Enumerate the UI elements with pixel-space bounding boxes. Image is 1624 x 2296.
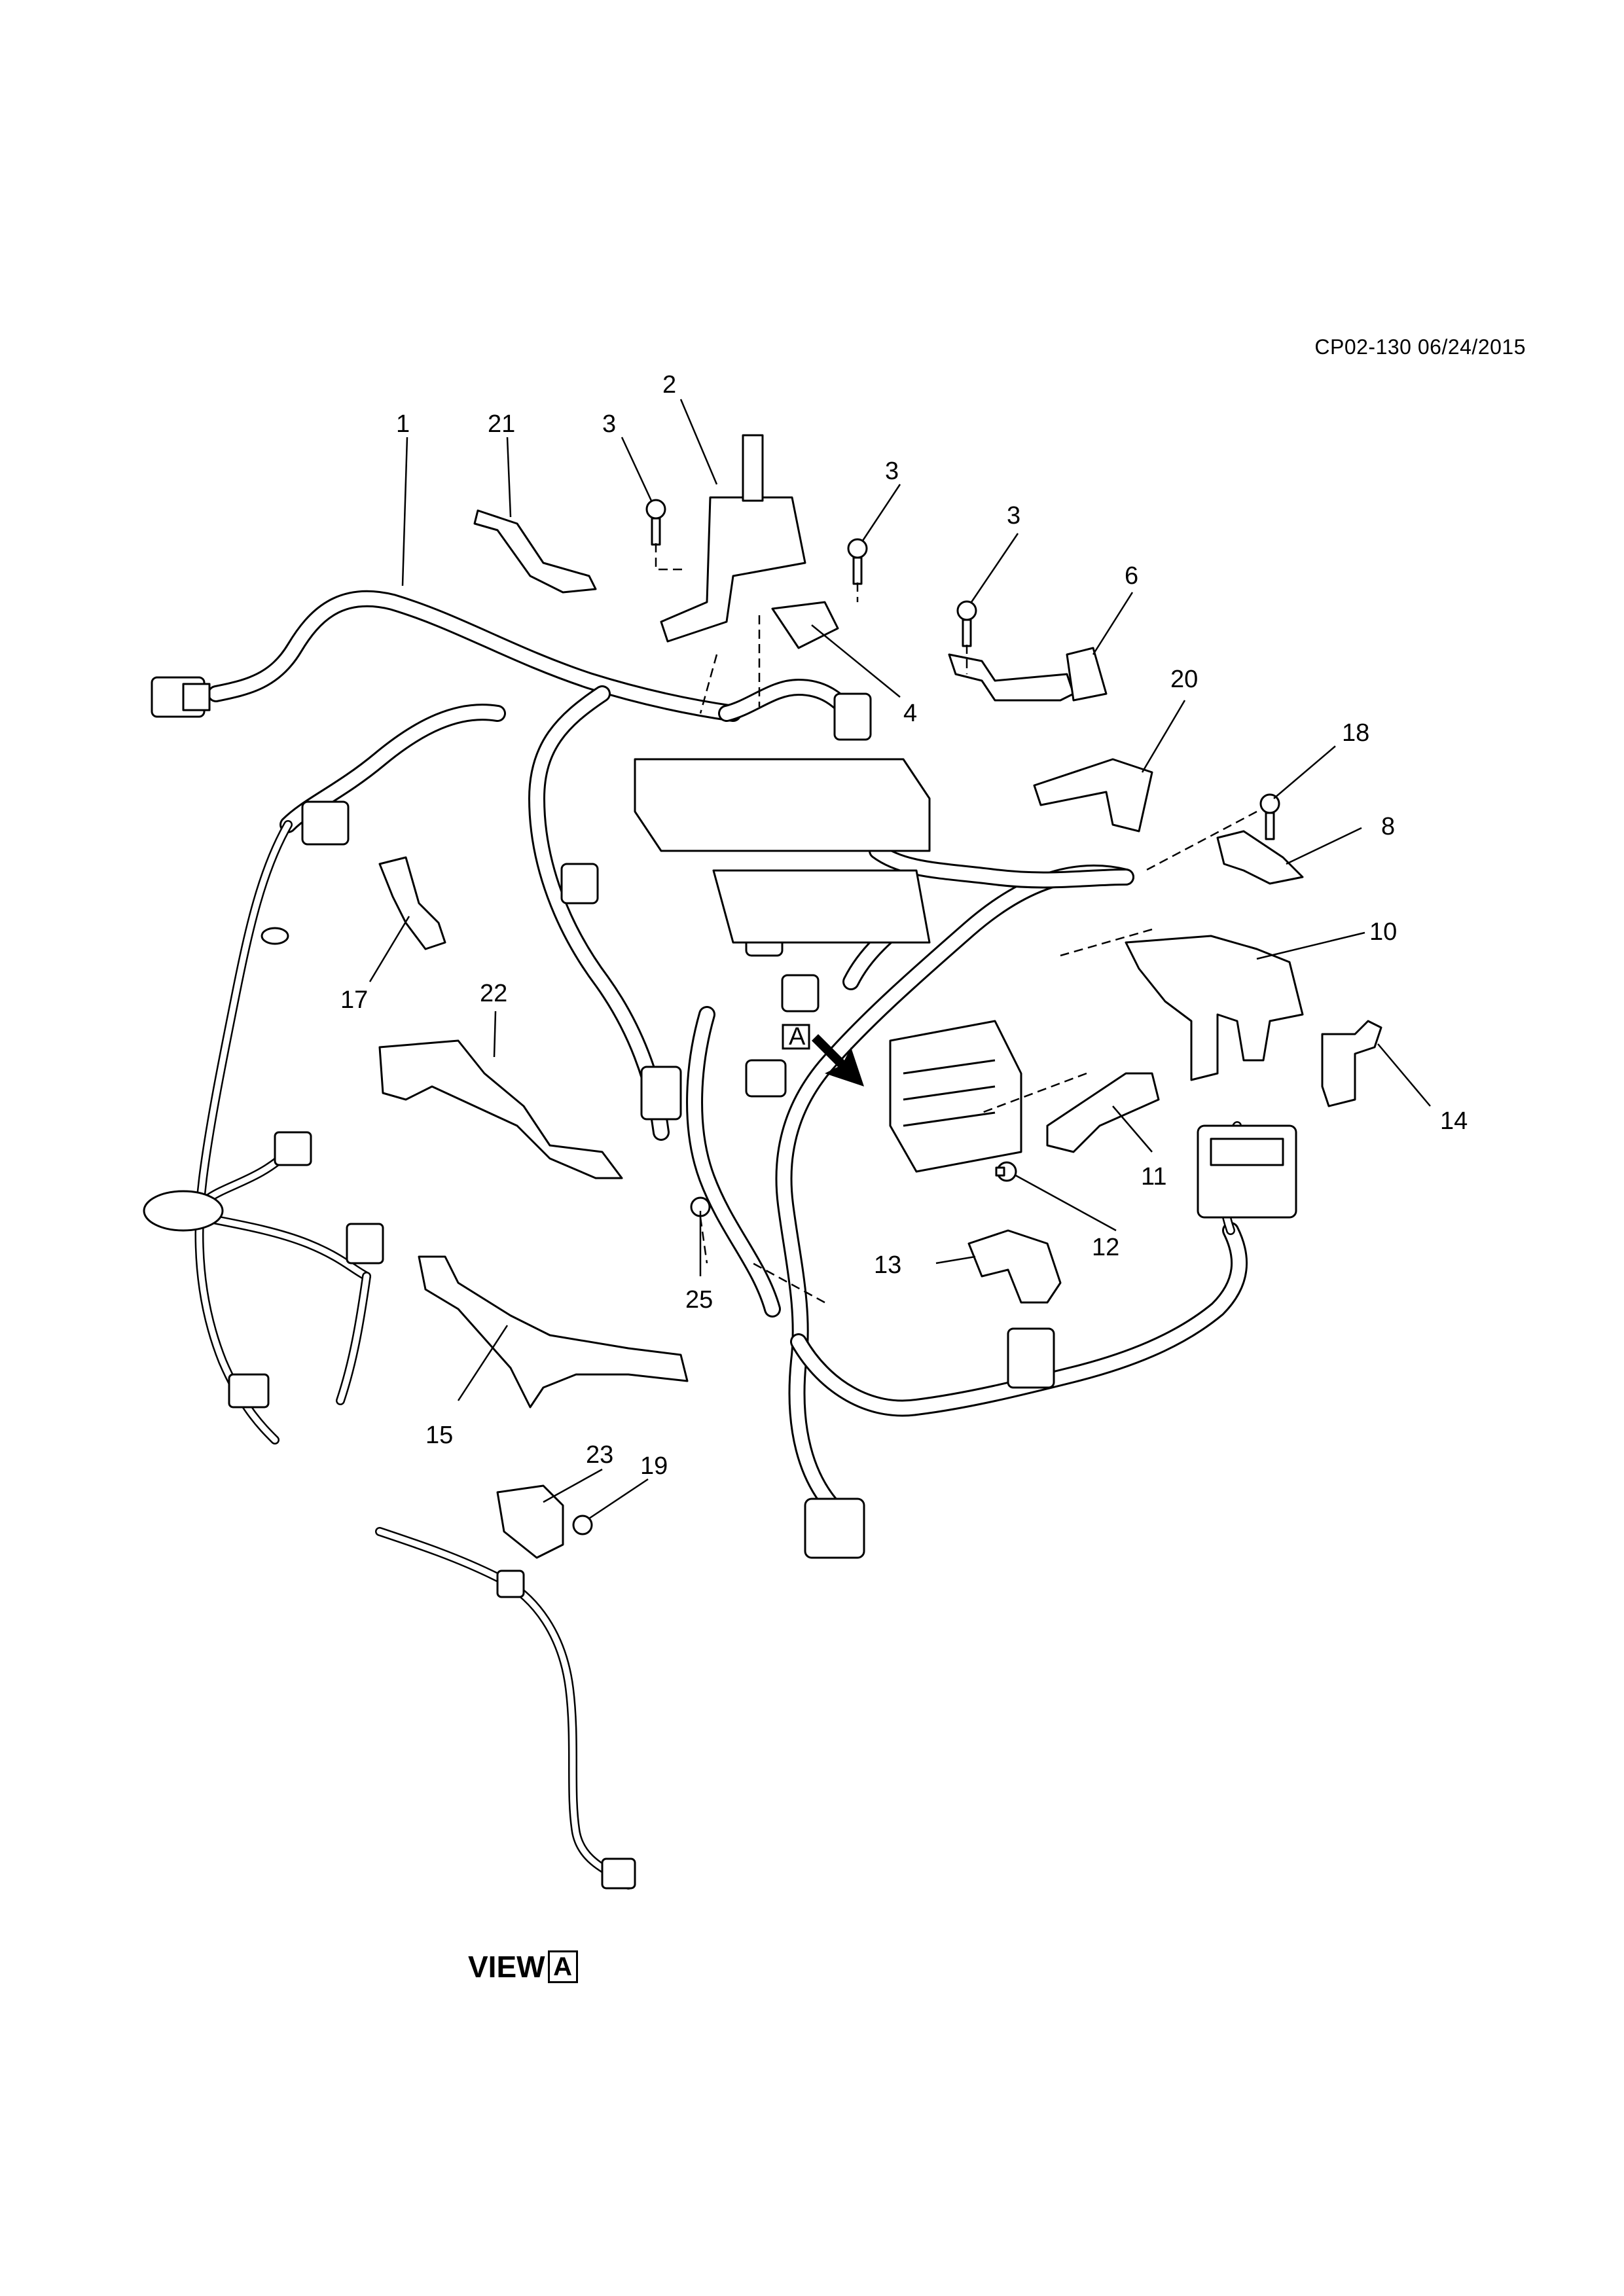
callout-15: 15 <box>425 1422 453 1449</box>
diagram-code: CP02-130 06/24/2015 <box>1314 335 1526 359</box>
callout-19: 19 <box>640 1452 668 1480</box>
leader-lines <box>369 399 1431 1520</box>
view-marker-box: A <box>547 1950 578 1983</box>
callout-23: 23 <box>586 1441 613 1469</box>
callout-10: 10 <box>1369 918 1397 946</box>
callout-25: 25 <box>685 1286 713 1314</box>
callout-2: 2 <box>662 371 676 399</box>
connectors <box>143 676 1297 1890</box>
callout-20: 20 <box>1170 666 1198 693</box>
callout-3b: 3 <box>885 457 899 485</box>
callout-13: 13 <box>874 1251 901 1279</box>
callout-8: 8 <box>1381 813 1395 840</box>
callout-6: 6 <box>1125 562 1138 590</box>
callouts: 1 2 3 3 3 4 6 8 10 11 12 13 14 15 17 18 … <box>340 371 1468 1480</box>
view-label: VIEW <box>468 1950 545 1984</box>
callout-22: 22 <box>480 980 507 1007</box>
brackets <box>378 434 1382 1559</box>
callout-3a: 3 <box>602 410 616 438</box>
callout-1: 1 <box>396 410 410 438</box>
svg-text:A: A <box>789 1023 806 1050</box>
callout-14: 14 <box>1440 1107 1468 1135</box>
callout-4: 4 <box>903 700 917 727</box>
callout-17: 17 <box>340 986 368 1014</box>
callout-11: 11 <box>1141 1163 1166 1191</box>
callout-3c: 3 <box>1007 502 1020 529</box>
alignment-lines <box>655 543 1257 1304</box>
callout-18: 18 <box>1342 719 1369 747</box>
view-a-marker: A <box>782 1023 864 1086</box>
callout-12: 12 <box>1092 1234 1119 1261</box>
fasteners <box>572 499 1280 1535</box>
view-a-caption: VIEW A <box>468 1949 578 1984</box>
callout-21: 21 <box>488 410 515 438</box>
